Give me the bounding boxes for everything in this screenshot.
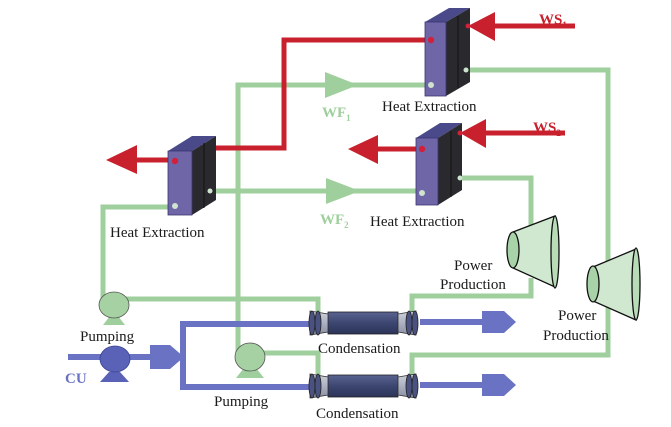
working-fluid-pipes	[100, 67, 611, 378]
condensation-1-label: Condensation	[318, 341, 401, 357]
power-production-1[interactable]: Power Production	[440, 215, 560, 293]
wf2-arrow-icon	[326, 178, 360, 204]
wf2-return-pipe	[120, 296, 321, 320]
wf1-label: WF1	[322, 105, 351, 123]
heat-exchanger-mid[interactable]: Heat Extraction	[370, 123, 465, 230]
pump-icon	[234, 342, 266, 378]
cu-out2-arrow-icon	[482, 374, 516, 396]
heat-exchanger-left[interactable]: Heat Extraction	[110, 136, 216, 241]
pumping-2-label: Pumping	[214, 394, 269, 410]
condenser-icon	[308, 373, 419, 399]
wf1-return-pipe	[250, 350, 321, 378]
cu-out1-arrow-icon	[482, 311, 516, 333]
ws1-arrow-icon	[468, 12, 495, 41]
ws1-transfer-pipe	[200, 37, 428, 151]
wf2-feed-pipe	[100, 204, 173, 300]
cu-label: CU	[65, 371, 87, 387]
condenser-1[interactable]: Condensation	[308, 310, 419, 357]
heat-exchanger-icon	[167, 136, 216, 216]
wf2-exhaust-pipe	[409, 278, 534, 320]
pumping-1-label: Pumping	[80, 329, 135, 345]
wf1-feed-pipe	[235, 82, 425, 355]
pump-cu[interactable]: CU	[65, 345, 131, 387]
power-production-2[interactable]: Power Production	[543, 247, 641, 344]
turbine-icon	[506, 215, 560, 289]
condensation-2-label: Condensation	[316, 406, 399, 422]
turbine-icon	[586, 247, 641, 321]
heat-extraction-left-label: Heat Extraction	[110, 225, 205, 241]
cooling-utility-pipes	[68, 311, 516, 396]
power-production-2-line1: Power	[558, 308, 596, 324]
ws1-exit-arrow-icon	[106, 145, 137, 174]
heat-exchanger-icon	[424, 8, 471, 97]
ws2-exit-arrow-icon	[348, 135, 378, 164]
condenser-2[interactable]: Condensation	[308, 373, 419, 422]
pump-icon	[99, 345, 131, 382]
power-production-2-line2: Production	[543, 328, 609, 344]
power-production-1-line2: Production	[440, 277, 506, 293]
cu-arrow-icon	[150, 345, 184, 369]
heat-exchanger-top[interactable]: Heat Extraction	[382, 8, 477, 115]
heat-extraction-top-label: Heat Extraction	[382, 99, 477, 115]
condenser-icon	[308, 310, 419, 336]
wf2-label: WF2	[320, 212, 349, 230]
pump-1[interactable]: Pumping	[80, 291, 135, 345]
wf1-hot-pipe	[468, 67, 611, 280]
ws1-label: WS1	[539, 12, 567, 30]
wf1-arrow-icon	[325, 72, 358, 98]
wf1-exhaust-pipe	[409, 300, 611, 378]
pump-2[interactable]: Pumping	[214, 342, 269, 410]
power-production-1-line1: Power	[454, 258, 492, 274]
pump-icon	[98, 291, 130, 325]
heat-exchanger-icon	[415, 123, 463, 206]
ws2-arrow-icon	[460, 119, 486, 148]
heat-extraction-mid-label: Heat Extraction	[370, 214, 465, 230]
cu-split-pipe	[180, 321, 310, 390]
ws2-label: WS2	[533, 120, 561, 138]
